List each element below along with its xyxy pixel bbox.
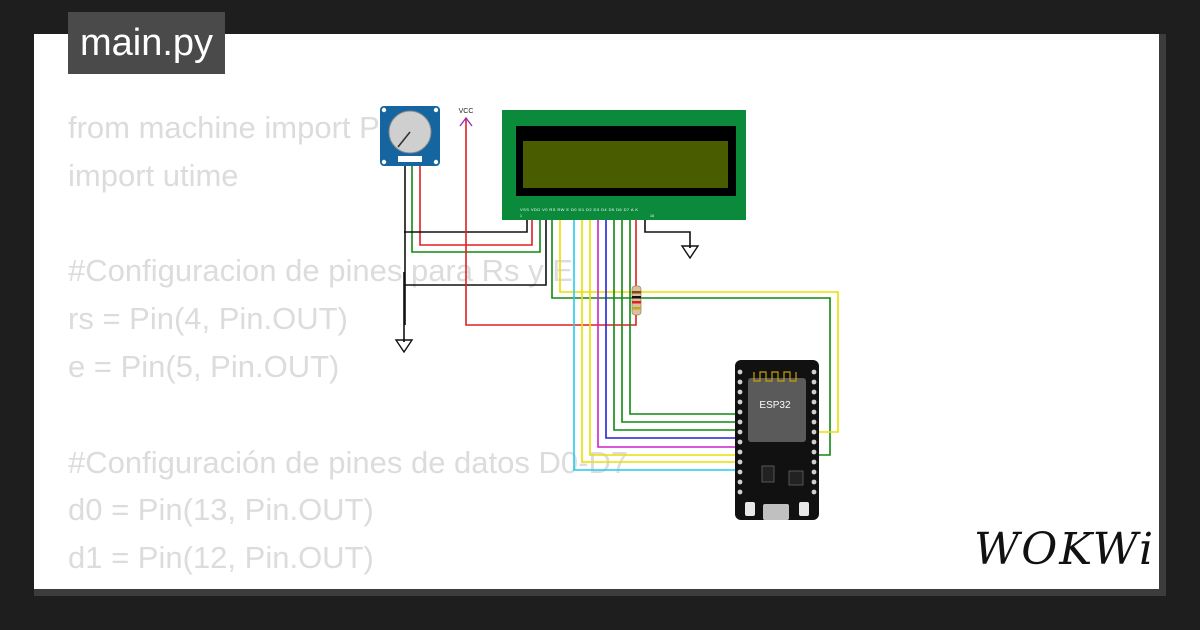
code-background: from machine import Pin import utime #Co…: [68, 104, 629, 589]
code-line: d1 = Pin(12, Pin.OUT): [68, 540, 374, 576]
wokwi-logo: WOKWi: [974, 524, 1156, 575]
file-tab[interactable]: main.py: [68, 12, 226, 74]
code-line: d0 = Pin(13, Pin.OUT): [68, 492, 374, 528]
pot-hole: [381, 159, 387, 165]
ground-icon: [680, 245, 700, 260]
vcc-label: VCC: [459, 108, 474, 115]
wire-d4: [605, 212, 740, 439]
wire-lcd-rw: [404, 212, 547, 286]
code-line: rs = Pin(4, Pin.OUT): [68, 301, 348, 337]
code-line: import utime: [68, 157, 239, 193]
lcd-pin-first: 1: [520, 214, 522, 218]
wire-d0: [573, 212, 740, 471]
vcc-symbol: VCC: [459, 108, 474, 127]
resistor-band: [632, 291, 641, 294]
pot-hole: [381, 107, 387, 113]
usb-port: [763, 504, 789, 520]
canvas-frame: from machine import Pin import utime #Co…: [34, 34, 1166, 596]
code-line: #Configuración de pines de datos D0-D7: [68, 444, 629, 480]
pot-hole: [433, 107, 439, 113]
ground-symbols: [394, 245, 700, 354]
reset-button[interactable]: [799, 502, 809, 516]
resistor-band: [632, 296, 641, 299]
wire-d6: [621, 212, 740, 423]
pot-pin-strip: [398, 156, 422, 162]
resistor-band: [632, 301, 641, 304]
resistor[interactable]: [631, 285, 642, 316]
lcd-pin-last: 16: [650, 214, 654, 218]
lcd-display[interactable]: VSS VDD V0 RS RW E D0 D1 D2 D3 D4 D5 D6 …: [502, 110, 746, 220]
wire-d2: [589, 212, 740, 456]
esp32-label: ESP32: [759, 400, 791, 411]
wire-pot-wiper: [411, 160, 541, 253]
esp32-module: [748, 378, 806, 442]
regulator-chip: [761, 465, 775, 483]
circuit-diagram: VCC VSS VDD V0 RS RW E D0 D1 D2 D3 D4 D5…: [380, 106, 839, 520]
wire-d5: [613, 212, 740, 431]
potentiometer[interactable]: [380, 106, 440, 166]
code-line: e = Pin(5, Pin.OUT): [68, 348, 340, 384]
wires: [403, 118, 839, 471]
wire-d7: [629, 212, 740, 415]
code-line: d2 = Pin(14, Pin.OUT): [68, 582, 628, 589]
wire-pot-vcc: [419, 160, 533, 246]
vcc-arrow-icon: [459, 116, 473, 127]
boot-button[interactable]: [745, 502, 755, 516]
lcd-pin-labels: VSS VDD V0 RS RW E D0 D1 D2 D3 D4 D5 D6 …: [520, 207, 638, 212]
wire-e: [559, 212, 839, 433]
wire-rs: [551, 212, 831, 456]
wire-d3: [597, 212, 740, 448]
wire-d1: [581, 212, 740, 463]
esp32-left-pins: [737, 369, 743, 495]
ground-icon: [394, 339, 414, 354]
code-line: #Configuracion de pines para Rs y E: [68, 253, 573, 289]
antenna-icon: [753, 371, 797, 382]
pot-hole: [433, 159, 439, 165]
resistor-body: [631, 285, 642, 316]
esp32-board[interactable]: ESP32: [735, 360, 819, 520]
wire-lcd-k: [644, 212, 691, 248]
lcd-screen: [523, 141, 728, 188]
wire-vcc: [465, 118, 637, 326]
resistor-band: [632, 307, 641, 310]
usb-chip: [788, 470, 804, 486]
pot-indicator: [397, 131, 411, 148]
esp32-right-pins: [811, 369, 817, 495]
